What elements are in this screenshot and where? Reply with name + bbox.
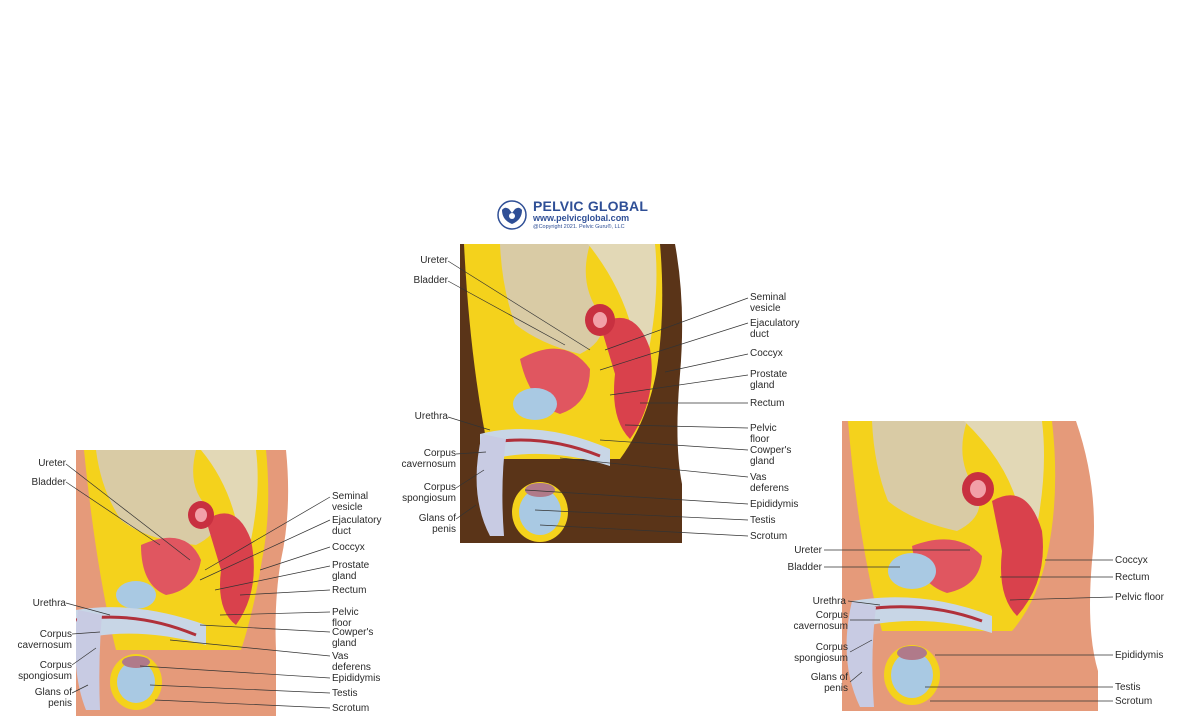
center-label-prostate-gland: Prostate gland (750, 369, 788, 391)
center-label-scrotum: Scrotum (750, 531, 788, 542)
pelvis-logo-icon (497, 200, 527, 230)
anatomy-illustration-center (460, 244, 686, 543)
left-label-prostate-gland: Prostate gland (332, 560, 370, 582)
right-label-urethra: Urethra (812, 596, 846, 607)
center-label-corpus-spongiosum: Corpus spongiosum (402, 482, 456, 504)
right-label-epididymis: Epididymis (1115, 650, 1164, 661)
center-label-urethra: Urethra (414, 411, 448, 422)
right-label-corpus-spongiosum: Corpus spongiosum (794, 642, 848, 664)
center-label-seminal-vesicle: Seminal vesicle (750, 292, 787, 314)
left-label-testis: Testis (332, 688, 358, 699)
left-label-scrotum: Scrotum (332, 703, 370, 714)
right-label-rectum: Rectum (1115, 572, 1150, 583)
right-label-testis: Testis (1115, 682, 1141, 693)
left-label-seminal-vesicle: Seminal vesicle (332, 491, 369, 513)
center-label-testis: Testis (750, 515, 776, 526)
diagram-left (76, 450, 292, 716)
right-label-ureter: Ureter (794, 545, 822, 556)
center-label-ejaculatory-duct: Ejaculatory duct (750, 318, 800, 340)
logo-copyright: @Copyright 2021. Pelvic Guru®, LLC (533, 224, 625, 230)
right-label-corpus-cavernosum: Corpus cavernosum (793, 610, 848, 632)
center-label-bladder: Bladder (413, 275, 448, 286)
center-label-coccyx: Coccyx (750, 348, 783, 359)
left-label-bladder: Bladder (31, 477, 66, 488)
right-label-bladder: Bladder (787, 562, 822, 573)
pelvic-global-logo: PELVIC GLOBAL www.pelvicglobal.com @Copy… (497, 198, 657, 232)
left-label-rectum: Rectum (332, 585, 367, 596)
center-label-glans-of-penis: Glans of penis (418, 513, 456, 535)
left-label-pelvic-floor: Pelvic floor (332, 607, 359, 629)
right-label-scrotum: Scrotum (1115, 696, 1153, 707)
left-label-vas-deferens: Vas deferens (332, 651, 371, 673)
center-label-cowpers-gland: Cowper's gland (750, 445, 792, 467)
left-label-ureter: Ureter (38, 458, 66, 469)
diagram-center (460, 244, 686, 543)
anatomy-illustration-right (842, 421, 1100, 711)
diagram-right (842, 421, 1100, 711)
center-label-ureter: Ureter (420, 255, 448, 266)
center-label-vas-deferens: Vas deferens (750, 472, 789, 494)
left-label-epididymis: Epididymis (332, 673, 381, 684)
right-label-glans-of-penis: Glans of penis (810, 672, 848, 694)
left-label-glans-of-penis: Glans of penis (34, 687, 72, 709)
center-label-rectum: Rectum (750, 398, 785, 409)
center-label-pelvic-floor: Pelvic floor (750, 423, 777, 445)
center-label-corpus-cavernosum: Corpus cavernosum (401, 448, 456, 470)
left-label-corpus-spongiosum: Corpus spongiosum (18, 660, 72, 682)
left-label-coccyx: Coccyx (332, 542, 365, 553)
logo-brand: PELVIC GLOBAL (533, 198, 649, 214)
right-label-pelvic-floor: Pelvic floor (1115, 592, 1164, 603)
left-label-corpus-cavernosum: Corpus cavernosum (17, 629, 72, 651)
center-label-epididymis: Epididymis (750, 499, 799, 510)
left-label-urethra: Urethra (32, 598, 66, 609)
right-label-coccyx: Coccyx (1115, 555, 1148, 566)
left-label-ejaculatory-duct: Ejaculatory duct (332, 515, 382, 537)
anatomy-illustration-left (76, 450, 292, 716)
logo-url: www.pelvicglobal.com (533, 213, 630, 223)
left-label-cowpers-gland: Cowper's gland (332, 627, 374, 649)
